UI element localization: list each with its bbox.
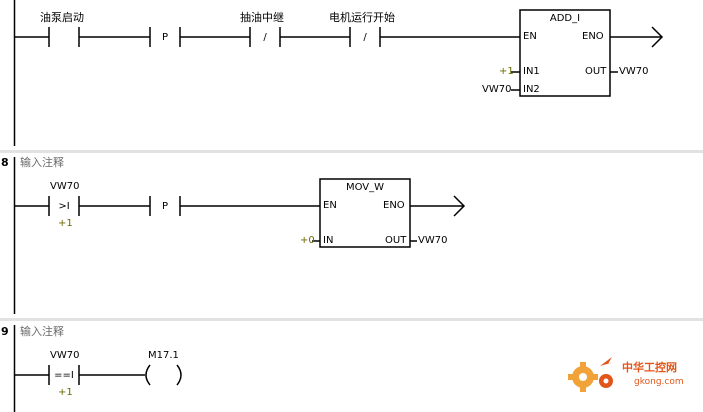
block-title-mov-w: MOV_W bbox=[345, 182, 385, 193]
param-in1[interactable]: +1 bbox=[499, 66, 514, 77]
coil-right[interactable] bbox=[176, 364, 182, 386]
param-in2[interactable]: VW70 bbox=[482, 84, 512, 95]
pin-eno: ENO bbox=[582, 31, 604, 42]
network-number-8: 8 bbox=[1, 156, 9, 169]
pin-eno: ENO bbox=[383, 200, 405, 211]
contact-operand-vw70: VW70 bbox=[50, 350, 80, 361]
pin-in2: IN2 bbox=[523, 84, 540, 95]
contact-label-oil-pump-start: 油泵启动 bbox=[40, 11, 84, 24]
gear-icon bbox=[568, 357, 614, 392]
coil-address: M17.1 bbox=[148, 350, 179, 361]
eno-arrow bbox=[651, 26, 664, 48]
watermark-en: gkong.com bbox=[634, 377, 684, 387]
watermark-cn: 中华工控网 bbox=[622, 361, 677, 374]
contact-symbol-p: P bbox=[161, 32, 169, 43]
contact-label-motor-run: 电机运行开始 bbox=[329, 11, 395, 24]
contact-symbol-nc: / bbox=[363, 32, 367, 43]
pin-in: IN bbox=[323, 235, 334, 246]
add-i-block[interactable] bbox=[519, 9, 611, 97]
network-number-9: 9 bbox=[1, 325, 9, 338]
pin-out: OUT bbox=[385, 235, 407, 246]
pin-en: EN bbox=[523, 31, 537, 42]
contact-operand-plus1: +1 bbox=[58, 387, 73, 398]
mov-w-block[interactable] bbox=[319, 178, 411, 248]
contact-label-oil-relay: 抽油中继 bbox=[240, 11, 284, 24]
contact-symbol-eq-i: ==I bbox=[54, 370, 74, 381]
block-title-add-i: ADD_I bbox=[549, 13, 581, 24]
contact-operand-vw70: VW70 bbox=[50, 181, 80, 192]
network-separator bbox=[0, 318, 703, 321]
contact-symbol-p: P bbox=[161, 201, 169, 212]
coil-left[interactable] bbox=[145, 364, 151, 386]
eno-arrow bbox=[453, 195, 466, 217]
pin-out: OUT bbox=[585, 66, 607, 77]
network-separator bbox=[0, 150, 703, 153]
contact-symbol-nc: / bbox=[263, 32, 267, 43]
network-comment-8[interactable]: 输入注释 bbox=[20, 156, 64, 169]
param-in[interactable]: +0 bbox=[300, 235, 315, 246]
contact-operand-plus1: +1 bbox=[58, 218, 73, 229]
pin-in1: IN1 bbox=[523, 66, 540, 77]
contact-symbol-gt-i: >I bbox=[58, 201, 70, 212]
param-out[interactable]: VW70 bbox=[418, 235, 448, 246]
param-out[interactable]: VW70 bbox=[619, 66, 649, 77]
pin-en: EN bbox=[323, 200, 337, 211]
network-comment-9[interactable]: 输入注释 bbox=[20, 325, 64, 338]
